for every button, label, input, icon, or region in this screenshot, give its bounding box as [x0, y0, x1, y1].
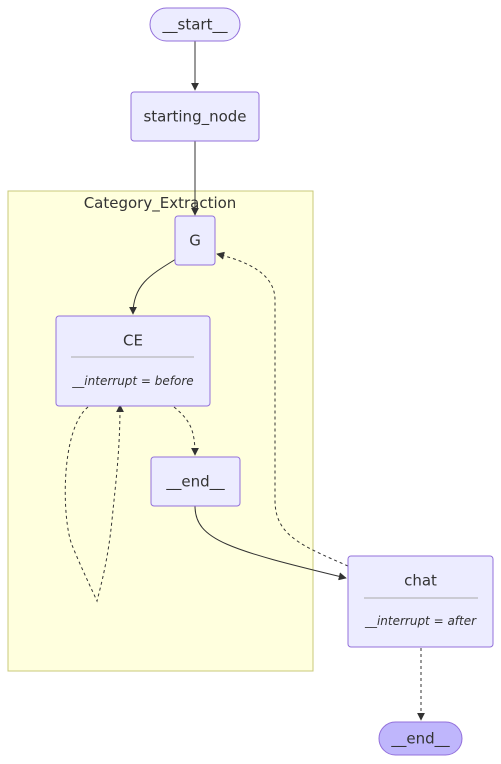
edge-chat-to-g: [216, 251, 349, 567]
edge-ce-self-loop: [64, 404, 124, 603]
node-g-label: G: [189, 232, 201, 250]
edges: [64, 41, 425, 721]
edge-ce-to-inner-end: [173, 406, 199, 456]
node-starting-node-label: starting_node: [143, 108, 246, 127]
node-end-label: __end__: [390, 730, 450, 749]
node-g[interactable]: G: [174, 215, 216, 266]
node-ce-note: __interrupt = before: [71, 374, 193, 388]
node-chat[interactable]: chat __interrupt = after: [347, 555, 494, 648]
node-inner-end-label: __end__: [165, 473, 225, 492]
node-chat-note: __interrupt = after: [364, 614, 477, 628]
cluster-title: Category_Extraction: [84, 194, 237, 213]
node-ce[interactable]: CE __interrupt = before: [55, 315, 211, 407]
node-inner-end[interactable]: __end__: [150, 456, 241, 507]
node-ce-label: CE: [123, 332, 143, 350]
cluster-category-extraction: Category_Extraction: [7, 190, 314, 672]
node-chat-label: chat: [404, 572, 437, 590]
node-end[interactable]: __end__: [378, 721, 463, 756]
edge-inner-end-to-chat: [194, 505, 347, 581]
node-start-label: __start__: [162, 16, 228, 35]
node-start[interactable]: __start__: [149, 7, 241, 42]
edge-g-to-ce: [129, 258, 177, 315]
node-starting-node[interactable]: starting_node: [130, 91, 260, 142]
